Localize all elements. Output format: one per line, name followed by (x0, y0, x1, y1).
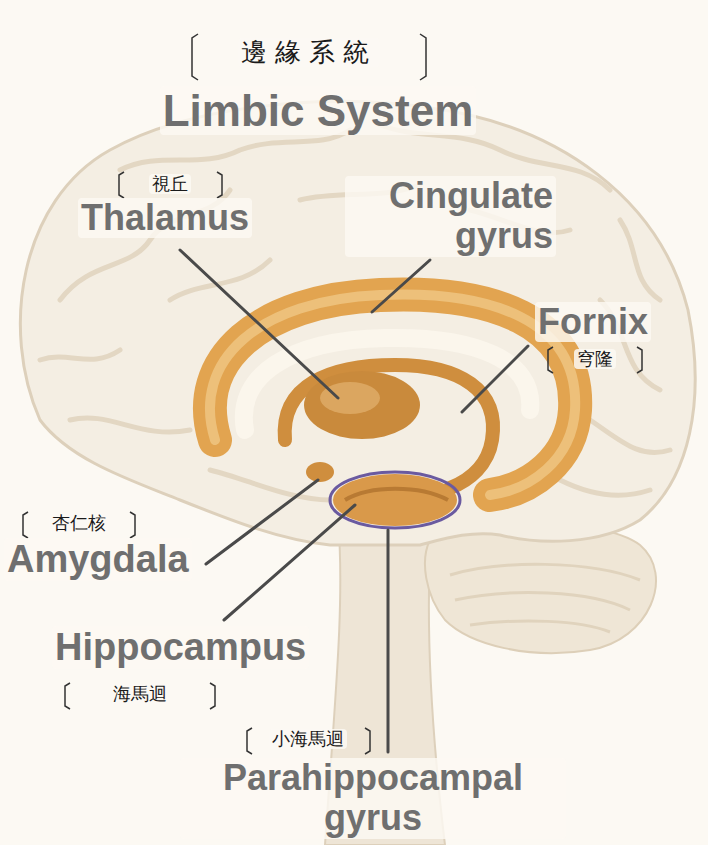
chinese-label: 視丘 (149, 174, 191, 194)
chinese-title: 邊緣系統 (238, 38, 380, 67)
part-name: Cingulate gyrus (345, 176, 556, 257)
part-name: Amygdala (4, 538, 192, 581)
part-name: Fornix (535, 302, 651, 342)
part-name: Hippocampus (52, 626, 309, 669)
title: Limbic System (160, 86, 477, 135)
part-name: Thalamus (78, 198, 252, 238)
part-name: Parahippocampal gyrus (180, 758, 566, 839)
brackets (23, 34, 642, 754)
chinese-label: 杏仁核 (49, 513, 109, 533)
chinese-label: 海馬迴 (110, 684, 170, 704)
chinese-label: 穹隆 (574, 349, 616, 369)
leader-lines (180, 250, 528, 752)
chinese-label: 小海馬迴 (269, 729, 347, 749)
